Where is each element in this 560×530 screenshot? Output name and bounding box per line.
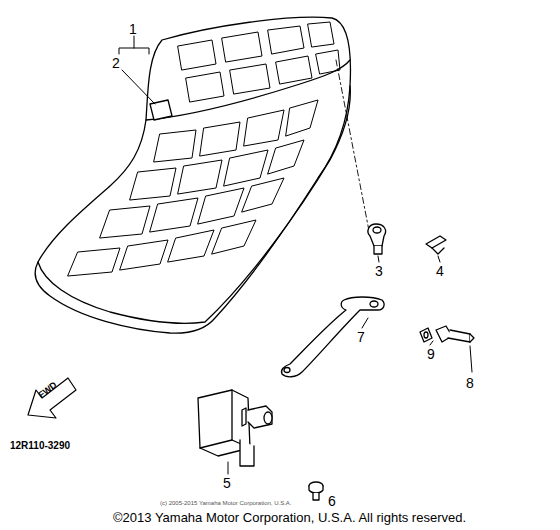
seat-outline xyxy=(35,17,350,333)
figure-code: 12R110-3290 xyxy=(10,441,70,451)
leader-line xyxy=(119,48,149,54)
leader-line xyxy=(362,318,368,328)
callout-number: 2 xyxy=(112,56,120,70)
fwd-arrow xyxy=(28,378,76,418)
leader-line xyxy=(134,36,135,48)
callout-number: 3 xyxy=(375,264,383,278)
part-6-screw xyxy=(309,482,323,500)
leader-line xyxy=(228,462,229,474)
callout-number: 5 xyxy=(223,476,231,490)
quilt-panels xyxy=(68,22,340,276)
part-7-grab-bar xyxy=(281,297,384,377)
leader-line xyxy=(378,256,379,262)
part-4-clip xyxy=(426,236,446,254)
watermark: (c) 2005-2015 Yamaha Motor Corporation, … xyxy=(160,500,292,506)
callout-number: 8 xyxy=(466,376,474,390)
part-5-seat-lock xyxy=(198,390,272,466)
seat-skirt xyxy=(38,86,350,323)
leader-line xyxy=(438,256,440,262)
part-9-washer xyxy=(420,328,432,342)
part-8-bolt xyxy=(436,326,474,342)
callout-number: 9 xyxy=(427,347,435,361)
leader-line xyxy=(122,70,155,104)
callout-number: 1 xyxy=(129,22,137,36)
copyright-caption: ©2013 Yamaha Motor Corporation, U.S.A. A… xyxy=(113,511,466,524)
part-3-damper xyxy=(368,224,386,254)
callout-number: 4 xyxy=(436,264,444,278)
leader-line xyxy=(470,346,472,372)
callout-number: 6 xyxy=(328,494,336,508)
leader-line xyxy=(430,341,433,345)
callout-number: 7 xyxy=(357,330,365,344)
label-sticker xyxy=(150,100,172,120)
phantom-line xyxy=(336,60,370,236)
